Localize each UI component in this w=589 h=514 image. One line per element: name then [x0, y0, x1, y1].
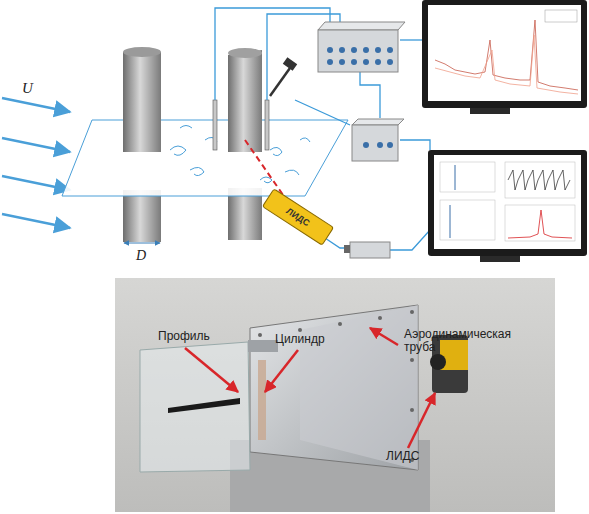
lids-device: ЛИДС [262, 188, 334, 246]
cylinder [123, 52, 161, 152]
photo [115, 278, 555, 512]
callout-label: Профиль [158, 330, 238, 343]
plate [62, 120, 348, 196]
wires [215, 8, 430, 250]
dimension-line [124, 242, 160, 243]
profile-top [228, 48, 262, 58]
analyzer [318, 22, 405, 72]
cylinder-lower [123, 190, 161, 242]
callout-label: ЛИДС [386, 450, 446, 463]
callout-label: Цилиндр [275, 333, 355, 346]
cylinder-top [123, 47, 161, 57]
monitor-signals [428, 150, 587, 262]
profile [228, 50, 262, 152]
adc-box [344, 242, 390, 258]
hammer [270, 57, 297, 96]
callout-label: Аэродинамическая труба [404, 328, 514, 354]
dimension-label: D [136, 248, 156, 263]
monitor-spectrum [422, 0, 587, 114]
device-label: ЛИДС [284, 206, 311, 228]
flow-label: U [22, 80, 42, 97]
callout-arrows [185, 328, 435, 448]
amplifier [352, 119, 404, 161]
flow-arrows [2, 98, 70, 228]
probes [213, 100, 269, 150]
